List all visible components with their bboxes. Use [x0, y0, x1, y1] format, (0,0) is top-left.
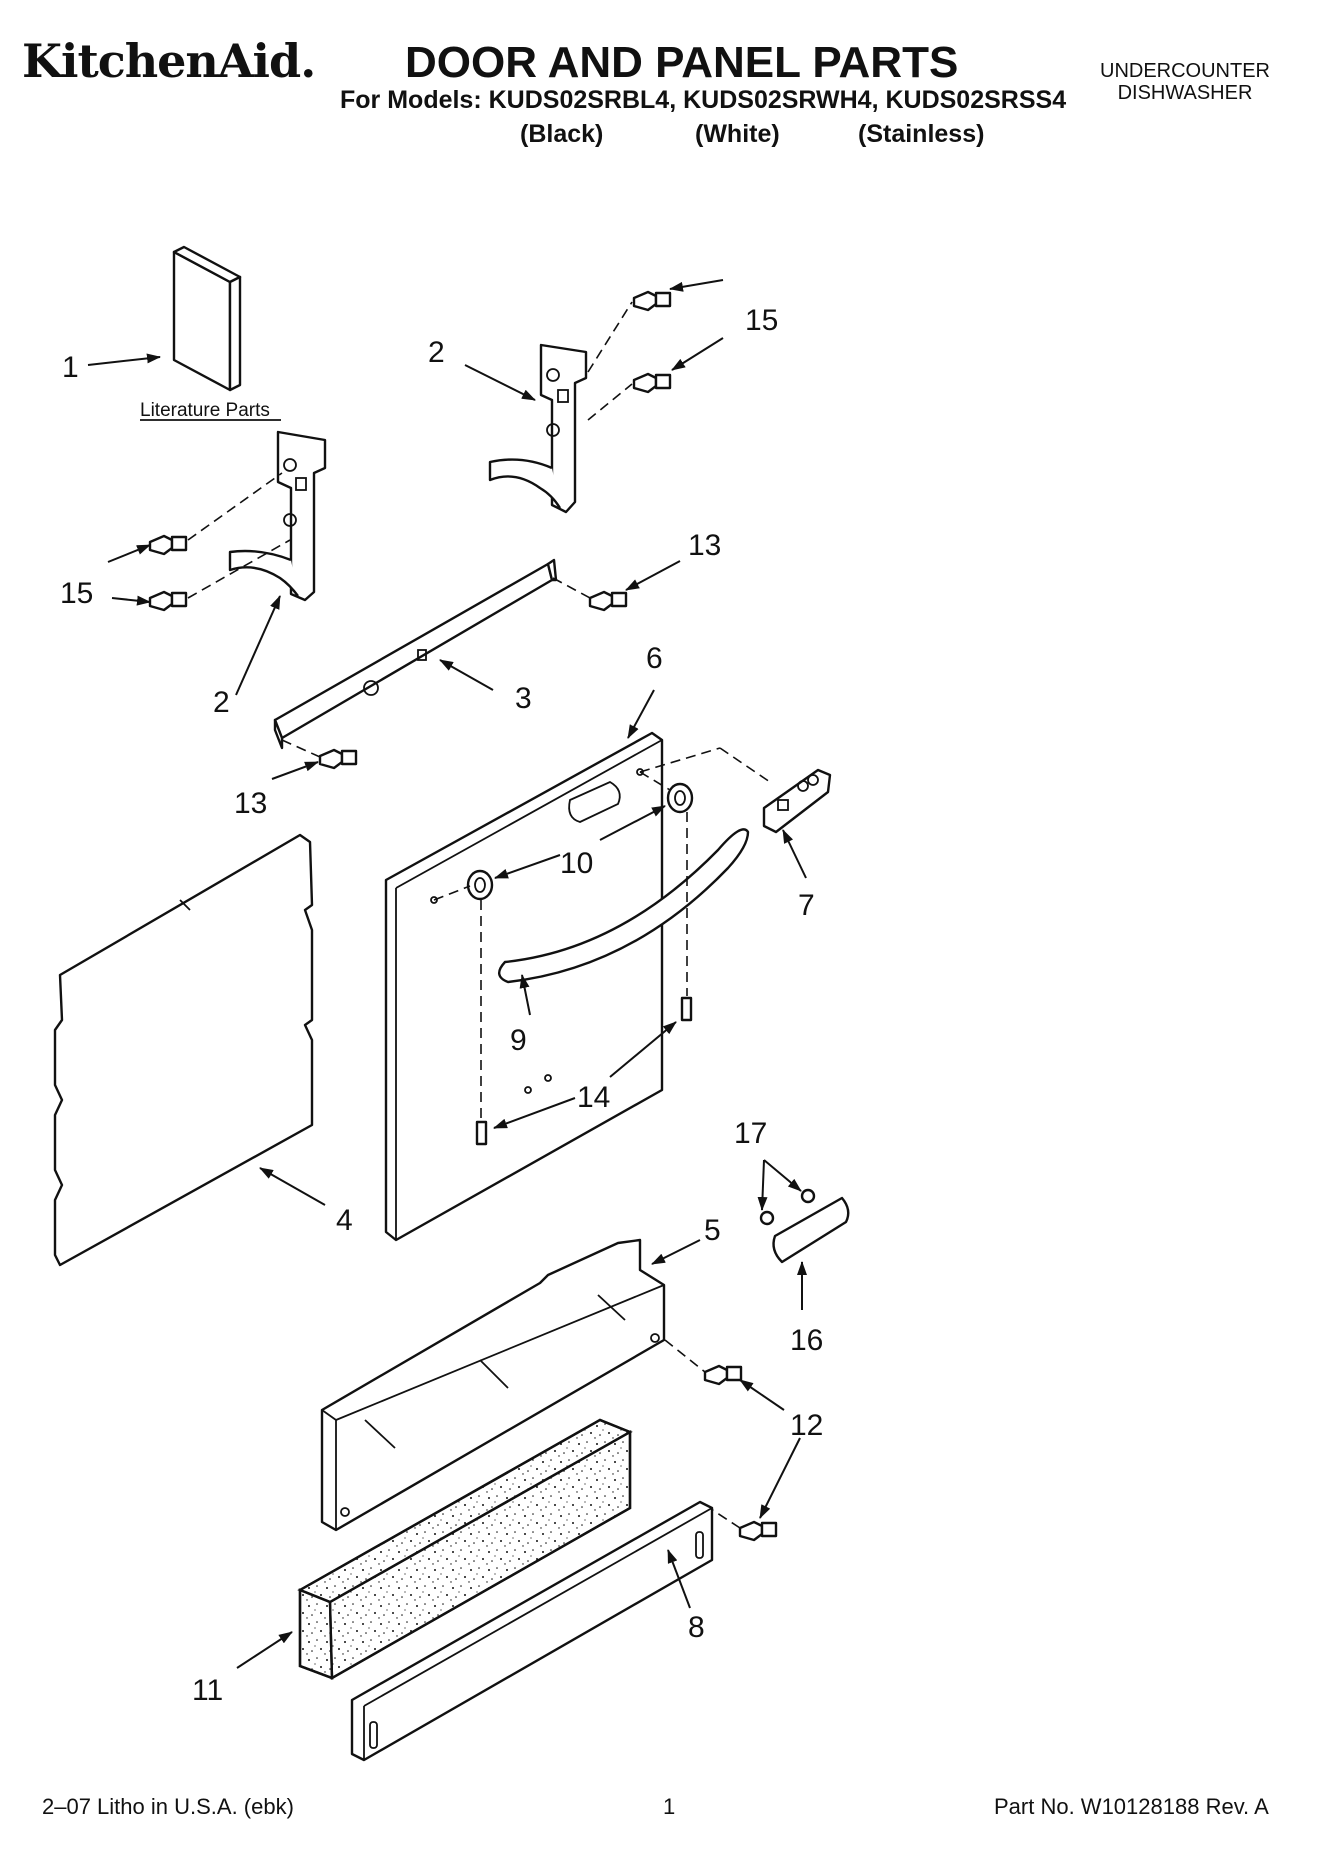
handle-standoffs: [433, 771, 694, 901]
part-number: Part No. W10128188 Rev. A: [994, 1794, 1269, 1819]
callout-5: 5: [704, 1214, 721, 1247]
callout-15-lower: 15: [60, 577, 93, 610]
page-number: 1: [663, 1794, 676, 1819]
category-line-1: UNDERCOUNTER: [1100, 60, 1270, 82]
callout-3: 3: [515, 682, 532, 715]
callout-14: 14: [577, 1081, 610, 1114]
models-line: For Models: KUDS02SRBL4, KUDS02SRWH4, KU…: [340, 86, 1067, 114]
screw-13-pair: [271, 560, 681, 780]
appliance-category: UNDERCOUNTER DISHWASHER: [1100, 60, 1270, 104]
callout-16: 16: [790, 1324, 823, 1357]
callout-2-upper: 2: [428, 336, 445, 369]
screw-15-left-pair: [107, 472, 291, 612]
callout-10: 10: [560, 847, 593, 880]
callout-15-upper: 15: [745, 304, 778, 337]
literature-parts-label: Literature Parts: [140, 400, 270, 421]
page-title: DOOR AND PANEL PARTS: [405, 38, 959, 87]
callout-2-lower: 2: [213, 686, 230, 719]
variant-stainless: (Stainless): [858, 120, 985, 148]
toe-kick-trim-and-nuts: [757, 1159, 850, 1310]
callout-6: 6: [646, 642, 663, 675]
callout-17: 17: [734, 1117, 767, 1150]
category-line-2: DISHWASHER: [1117, 82, 1253, 104]
door-handle: [498, 828, 750, 1016]
door-top-rail: [273, 558, 558, 750]
callout-12: 12: [790, 1409, 823, 1442]
toe-panel-strip: [350, 1500, 714, 1762]
mounting-studs: [475, 812, 693, 1146]
callout-4: 4: [336, 1204, 353, 1237]
door-hinge-bracket-right: [464, 343, 588, 514]
callout-1: 1: [62, 351, 79, 384]
inner-door-panel: [53, 833, 326, 1267]
callout-9: 9: [510, 1024, 527, 1057]
callout-13-upper: 13: [688, 529, 721, 562]
screw-15-upper-pair: [587, 279, 724, 421]
callout-7: 7: [798, 889, 815, 922]
control-label-plate: [639, 747, 832, 879]
callout-8: 8: [688, 1611, 705, 1644]
literature-parts-booklet: Literature Parts: [87, 245, 281, 421]
screw-12-pair: [664, 1339, 801, 1542]
variant-white: (White): [695, 120, 780, 148]
callout-13-lower: 13: [234, 787, 267, 820]
callout-11: 11: [192, 1674, 223, 1707]
lower-door-bracket: [320, 1238, 701, 1532]
insulation-foam-strip: [236, 1418, 633, 1681]
door-hinge-bracket-left: [228, 430, 327, 696]
brand-logo: KitchenAid.: [22, 34, 316, 88]
litho-note: 2–07 Litho in U.S.A. (ebk): [42, 1794, 294, 1819]
variant-black: (Black): [520, 120, 604, 148]
